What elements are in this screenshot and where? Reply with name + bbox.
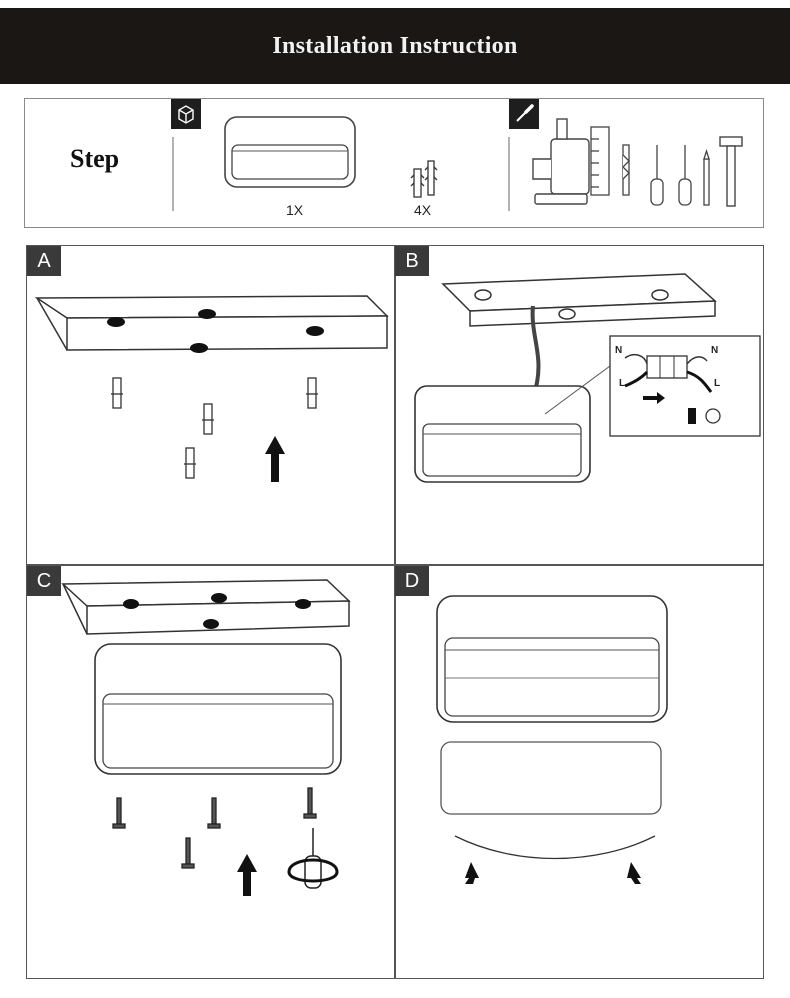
hammer-icon [719,136,743,207]
step-label-d: D [395,566,429,596]
step-label-a: A [27,246,61,276]
step-panel-b: B N N L L [394,245,764,565]
lamp-fixture-icon [224,116,356,188]
title-bar: Installation Instruction [0,8,790,84]
drill-bit-icon [622,144,630,196]
wiring-illustration [414,273,761,483]
step-label: Step [70,144,120,173]
package-badge [171,99,201,129]
screwdriver-icon [650,145,692,206]
screw-mounting-illustration [61,579,351,896]
package-icon [178,105,194,124]
step-label-b: B [395,246,429,276]
screwdriver-rotate-icon [287,828,339,889]
page-title: Installation Instruction [272,32,518,59]
screw-quantity: 4X [414,202,432,218]
neutral-left-label: N [615,345,623,356]
step-panel-a: A [26,245,396,565]
screwdriver-icon [516,104,534,122]
up-arrow-icon [265,436,285,482]
wall-anchor-icon [111,377,318,479]
live-right-label: L [714,378,721,389]
parts-box: Step [24,98,764,228]
neutral-right-label: N [711,345,719,356]
ruler-icon [590,126,610,196]
screw-icon [112,787,317,869]
live-left-label: L [619,378,626,389]
up-arrow-icon [627,862,641,884]
up-arrow-icon [465,862,479,884]
right-arrow-icon [643,392,665,404]
step-panel-d: D [394,565,764,979]
cover-fitting-illustration [436,595,668,884]
lamp-quantity: 1X [286,202,304,218]
ground-icon [705,408,721,424]
pencil-icon [703,148,710,206]
tools-badge [509,99,539,129]
step-label-c: C [27,566,61,596]
step-panel-c: C [26,565,396,979]
parts-illustration [172,116,743,211]
drill-icon [532,118,603,205]
screw-anchor-icon [410,160,438,198]
up-arrow-icon [237,854,257,896]
mounting-plate-holes-illustration [34,295,389,482]
